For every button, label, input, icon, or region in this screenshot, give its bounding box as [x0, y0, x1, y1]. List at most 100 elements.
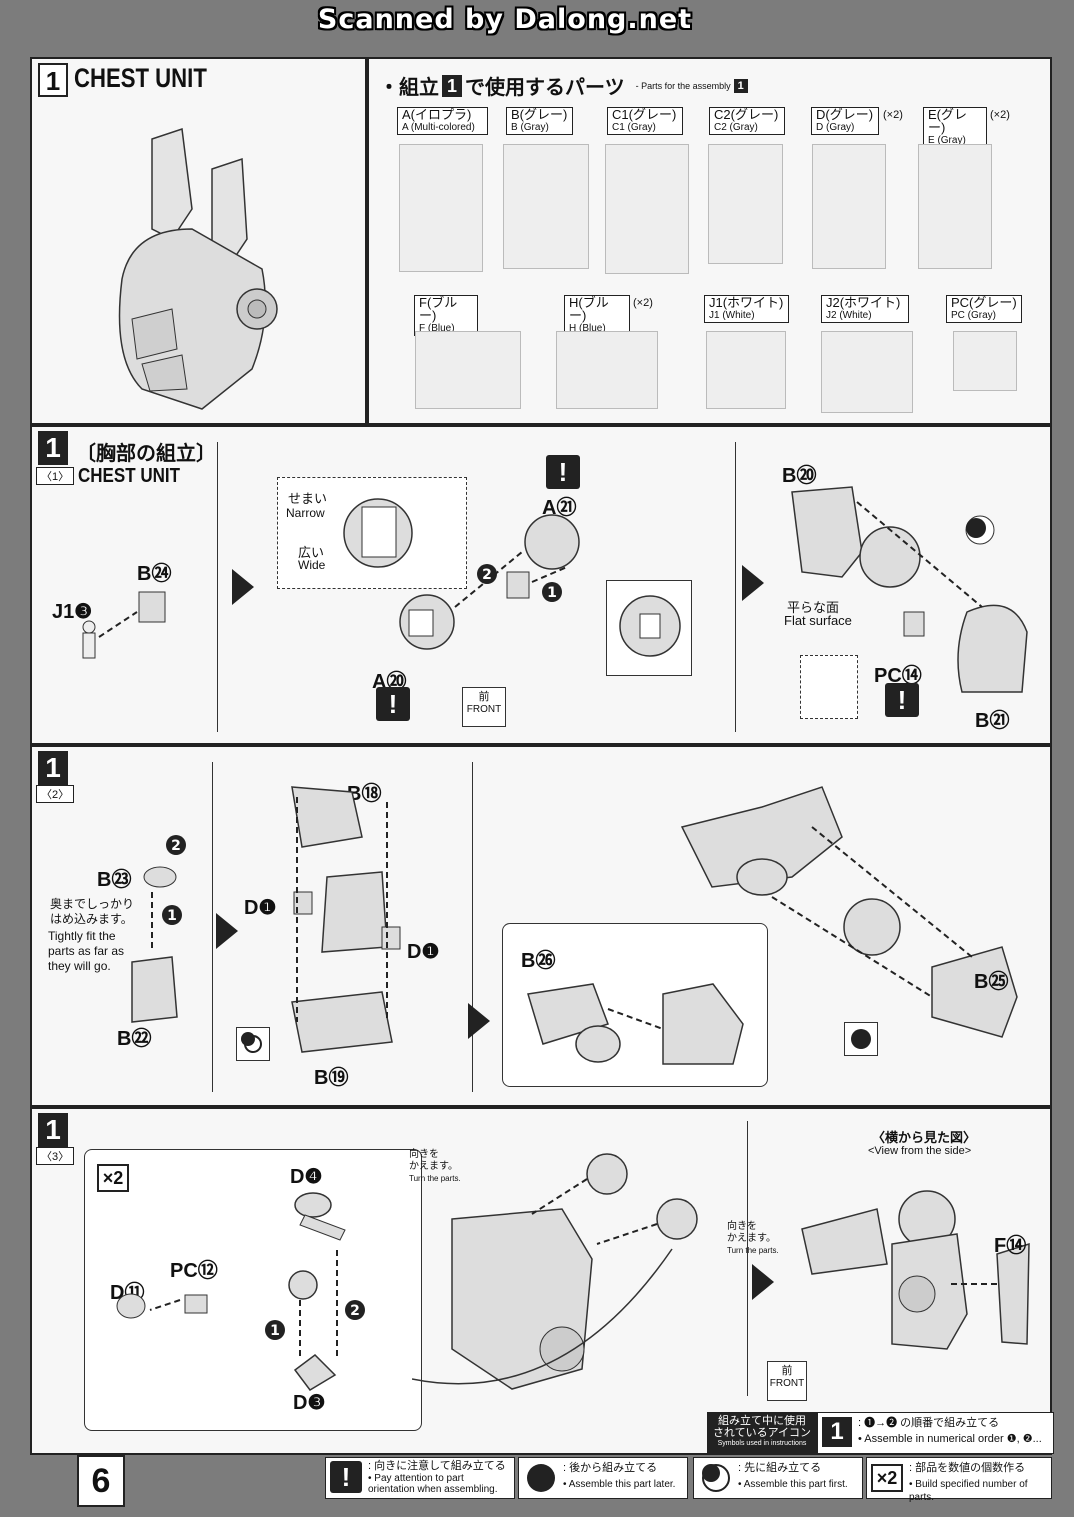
b26-drawing: [527, 983, 744, 1065]
side-view-drawing: [801, 1190, 1030, 1350]
runner-h: [556, 331, 658, 409]
legend-warning-en: • Pay attention to part orientation when…: [368, 1473, 498, 1495]
label-b26: B㉖: [521, 950, 556, 972]
legend-warning-cell: ! : 向きに注意して組み立てる • Pay attention to part…: [325, 1457, 515, 1499]
step2-full-frame-drawing: [680, 786, 1018, 1038]
legend-first-cell: : 先に組み立てる • Assemble this part first.: [693, 1457, 863, 1499]
step1-chest-halves-drawing: [791, 486, 1028, 693]
step1-arrow-2: [742, 565, 764, 601]
sphere-cross-section-drawing: [343, 498, 413, 568]
runner-a: [399, 144, 483, 272]
parts-panel: ・組立 1 で使用するパーツ - Parts for the assembly …: [367, 57, 1052, 425]
wide-jp: 広い: [298, 545, 325, 560]
step3-arrow: [752, 1264, 774, 1300]
narrow-en: Narrow: [286, 506, 325, 520]
parts-header-number: 1: [442, 74, 462, 97]
legend-later-jp: : 後から組み立てる: [563, 1462, 658, 1474]
parts-header: ・組立 1 で使用するパーツ - Parts for the assembly …: [379, 71, 748, 100]
order-icon: 1: [822, 1417, 852, 1447]
label-a21: A㉑: [542, 497, 577, 519]
chest-unit-panel: 1 CHEST UNIT: [30, 57, 367, 425]
runner-e: [918, 144, 992, 269]
part-label-j2: J2(ホワイト)J2 (White): [821, 295, 909, 323]
legend-warning-icon: !: [330, 1461, 362, 1493]
legend-order-box: 1 : ❶→❷ の順番で組み立てる • Assemble in numerica…: [817, 1412, 1054, 1454]
step1-title-en: CHEST UNIT: [78, 465, 180, 487]
flat-surface-en: Flat surface: [784, 613, 852, 628]
flat-surface-jp: 平らな面: [787, 600, 840, 615]
narrow-wide-callout: せまい Narrow 広い Wide: [277, 477, 467, 589]
part-label-e: E(グレー)E (Gray): [923, 107, 987, 148]
part-label-pc: PC(グレー)PC (Gray): [946, 295, 1022, 323]
sub-assembly-callout: ×2 D❹ PC⑫ D⑪ D❸ 1 2: [84, 1149, 422, 1431]
runner-pc: [953, 331, 1017, 391]
legend-first-en: • Assemble this part first.: [738, 1479, 848, 1490]
part-label-c1: C1(グレー)C1 (Gray): [607, 107, 683, 135]
runner-f: [415, 331, 521, 409]
parts-header-jp: で使用するパーツ: [465, 77, 625, 99]
part-qty-h: (×2): [633, 297, 653, 309]
label-b18: B⑱: [347, 783, 382, 805]
chest-unit-title: CHEST UNIT: [74, 63, 207, 93]
legend-later-icon: [527, 1464, 555, 1492]
step2-divider-2: [472, 762, 473, 1092]
step1-panel: 1 〈1〉 〔胸部の組立〕 CHEST UNIT B㉔ J1❸ せまい Narr…: [30, 425, 1052, 745]
part-label-a: A(イロプラ)A (Multi-colored): [397, 107, 488, 135]
svg-text:1: 1: [167, 908, 177, 924]
svg-text:2: 2: [482, 567, 492, 583]
parts-header-bullet: ・組立: [379, 77, 439, 99]
front-indicator-2: 前 FRONT: [767, 1361, 807, 1401]
step1-arrow-1: [232, 569, 254, 605]
step1-sphere-assembly-drawing: 2 1: [399, 514, 580, 650]
step1-number: 1: [38, 431, 68, 465]
step3-subtag: 〈3〉: [36, 1147, 75, 1165]
narrow-jp: せまい: [288, 491, 328, 506]
page-number: 6: [77, 1455, 125, 1507]
turn-parts-note-2: 向きを かえます。 Turn the parts.: [727, 1221, 779, 1255]
step2-subtag: 〈2〉: [36, 785, 75, 803]
step2-panel: 1 〈2〉 B㉓ 奥までしっかり はめ込みます。 Tightly fit the…: [30, 745, 1052, 1107]
side-view-en: <View from the side>: [868, 1145, 972, 1157]
legend-later-cell: : 後から組み立てる • Assemble this part later.: [518, 1457, 688, 1499]
legend-warning-jp: : 向きに注意して組み立てる: [368, 1460, 506, 1472]
legend-first-icon: [702, 1464, 730, 1492]
runner-j1: [706, 331, 786, 409]
runner-d: [812, 144, 886, 269]
label-j1-3: J1❸: [52, 601, 93, 623]
step3-divider: [747, 1121, 748, 1396]
label-f14: F⑭: [994, 1235, 1027, 1257]
assemble-first-icon: [236, 1027, 270, 1061]
legend-later-en: • Assemble this part later.: [563, 1479, 676, 1490]
legend-multiply-jp: : 部品を数値の個数作る: [909, 1462, 1026, 1474]
side-view-jp: 〈横から見た図〉: [872, 1130, 977, 1145]
step2-divider-1: [212, 762, 213, 1092]
label-d3: D❸: [293, 1392, 326, 1414]
svg-text:1: 1: [547, 585, 557, 601]
tight-fit-note-jp: 奥までしっかり はめ込みます。: [50, 897, 135, 926]
multiply-two-badge: ×2: [97, 1164, 129, 1192]
part-label-f: F(ブルー)F (Blue): [414, 295, 478, 336]
sub-assembly-drawing: 1 2: [116, 1192, 365, 1391]
chest-unit-illustration: [118, 127, 278, 410]
label-pc12: PC⑫: [170, 1260, 218, 1282]
scan-watermark-text: Scanned by Dalong.net: [317, 4, 693, 35]
assemble-later-icon: [844, 1022, 878, 1056]
svg-text:1: 1: [270, 1323, 280, 1339]
part-qty-d: (×2): [883, 109, 903, 121]
warning-icon: !: [546, 455, 580, 489]
part-label-d: D(グレー)D (Gray): [811, 107, 879, 135]
label-b21: B㉑: [975, 710, 1010, 732]
runner-c2: [708, 144, 783, 264]
part-label-h: H(ブルー)H (Blue): [564, 295, 630, 336]
label-d1-left: D❶: [244, 897, 277, 919]
step2-b22-b23-drawing: 2 1: [131, 835, 186, 1023]
legend-multiply-icon: ×2: [871, 1464, 903, 1492]
pc-part-callout: [800, 655, 858, 719]
label-d1-right: D❶: [407, 941, 440, 963]
step3-chest-assembly-drawing: [412, 1153, 698, 1390]
label-b22: B㉒: [117, 1028, 152, 1050]
svg-text:2: 2: [350, 1303, 360, 1319]
step1-pilot-seat-drawing: [82, 591, 166, 659]
part-label-c2: C2(グレー)C2 (Gray): [709, 107, 785, 135]
parts-header-en-number: 1: [733, 78, 748, 93]
